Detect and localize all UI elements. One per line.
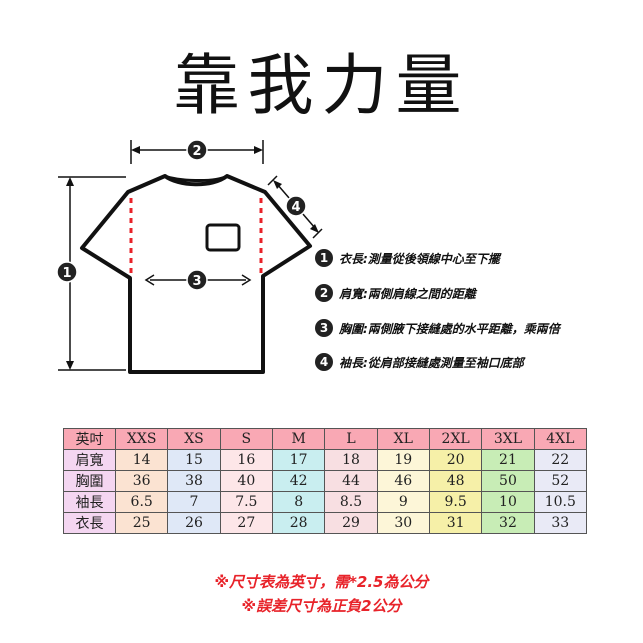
marker-2: 2 — [186, 139, 208, 161]
table-cell: 44 — [324, 470, 378, 492]
legend-number: 1 — [315, 249, 333, 267]
table-cell: 15 — [167, 449, 221, 471]
table-cell: 46 — [376, 470, 430, 492]
marker-1: 1 — [56, 261, 78, 283]
legend-text: 衣長:測量從後領線中心至下擺 — [339, 251, 500, 266]
table-cell: 25 — [114, 512, 169, 534]
size-table: 英吋 XXS XS S M L XL 2XL 3XL 4XL 肩寬 14 15 … — [63, 428, 588, 534]
table-cell: 33 — [533, 512, 588, 534]
marker-label: 1 — [62, 266, 71, 281]
table-cell: 9.5 — [428, 491, 483, 513]
marker-label: 2 — [192, 144, 201, 159]
table-cell: 8 — [271, 491, 326, 513]
marker-label: 3 — [192, 274, 201, 289]
table-cell: 16 — [219, 449, 273, 471]
table-cell: 29 — [324, 512, 378, 534]
arrowhead — [254, 146, 263, 154]
table-cell: 7.5 — [219, 491, 273, 513]
size-header: 2XL — [428, 428, 483, 450]
page-title: 靠我力量 — [173, 47, 470, 124]
collar-line — [164, 174, 228, 183]
legend-text: 袖長:從肩部接縫處測量至袖口底部 — [339, 355, 524, 370]
table-cell: 38 — [167, 470, 221, 492]
table-cell: 22 — [533, 449, 588, 471]
tshirt-diagram: 1 2 3 4 — [56, 139, 323, 374]
sleeve-ext-bottom — [312, 228, 323, 239]
size-header: L — [324, 428, 378, 450]
table-row: 袖長 6.5 7 7.5 8 8.5 9 9.5 10 10.5 — [63, 491, 588, 513]
table-cell: 30 — [376, 512, 430, 534]
table-cell: 6.5 — [114, 491, 169, 513]
arrowhead — [131, 146, 140, 154]
table-cell: 17 — [271, 449, 326, 471]
note-tolerance: ※誤差尺寸為正負2公分 — [241, 597, 402, 615]
sleeve-ext-top — [267, 175, 278, 186]
table-header-row: 英吋 XXS XS S M L XL 2XL 3XL 4XL — [63, 428, 588, 450]
row-label: 衣長 — [63, 512, 116, 534]
table-cell: 52 — [533, 470, 588, 492]
table-cell: 20 — [428, 449, 483, 471]
marker-label: 4 — [291, 200, 300, 215]
legend-item-length: 1 衣長:測量從後領線中心至下擺 — [315, 248, 500, 268]
table-cell: 21 — [481, 449, 535, 471]
table-cell: 10.5 — [533, 491, 588, 513]
legend-text: 肩寬:兩側肩線之間的距離 — [339, 286, 476, 301]
arrowhead — [144, 274, 155, 286]
table-cell: 10 — [481, 491, 535, 513]
legend-number: 3 — [315, 319, 333, 337]
marker-3: 3 — [186, 269, 208, 291]
size-header: XXS — [114, 428, 169, 450]
size-header: XS — [167, 428, 221, 450]
size-header: XL — [376, 428, 430, 450]
row-label: 胸圍 — [63, 470, 116, 492]
table-cell: 36 — [114, 470, 169, 492]
legend-item-chest: 3 胸圍:兩側腋下接縫處的水平距離，乘兩倍 — [315, 318, 560, 338]
table-cell: 8.5 — [324, 491, 378, 513]
note-unit: ※尺寸表為英寸，需*2.5為公分 — [214, 573, 429, 591]
size-header: 4XL — [533, 428, 588, 450]
table-cell: 31 — [428, 512, 483, 534]
table-cell: 14 — [114, 449, 169, 471]
legend-number: 4 — [315, 353, 333, 371]
size-header: M — [271, 428, 326, 450]
arrowhead — [66, 177, 74, 186]
table-cell: 27 — [219, 512, 273, 534]
table-cell: 40 — [219, 470, 273, 492]
table-cell: 26 — [167, 512, 221, 534]
arrowhead — [66, 361, 74, 370]
table-cell: 42 — [271, 470, 326, 492]
size-header: 3XL — [481, 428, 535, 450]
table-cell: 50 — [481, 470, 535, 492]
table-cell: 48 — [428, 470, 483, 492]
table-row: 胸圍 36 38 40 42 44 46 48 50 52 — [63, 470, 588, 492]
legend-item-sleeve: 4 袖長:從肩部接縫處測量至袖口底部 — [315, 352, 524, 372]
table-cell: 32 — [481, 512, 535, 534]
notes: ※尺寸表為英寸，需*2.5為公分 ※誤差尺寸為正負2公分 — [0, 570, 643, 618]
size-header: S — [219, 428, 273, 450]
table-row: 衣長 25 26 27 28 29 30 31 32 33 — [63, 512, 588, 534]
row-label: 肩寬 — [63, 449, 116, 471]
arrowhead — [273, 180, 282, 189]
legend-number: 2 — [315, 284, 333, 302]
table-cell: 18 — [324, 449, 378, 471]
arrowhead — [241, 274, 252, 286]
table-cell: 7 — [167, 491, 221, 513]
row-label: 袖長 — [63, 491, 116, 513]
table-cell: 28 — [271, 512, 326, 534]
legend-text: 胸圍:兩側腋下接縫處的水平距離，乘兩倍 — [339, 321, 560, 336]
table-cell: 19 — [376, 449, 430, 471]
legend-item-shoulder: 2 肩寬:兩側肩線之間的距離 — [315, 283, 476, 303]
table-cell: 9 — [376, 491, 430, 513]
table-row: 肩寬 14 15 16 17 18 19 20 21 22 — [63, 449, 588, 471]
corner-cell: 英吋 — [63, 428, 116, 450]
marker-4: 4 — [285, 195, 307, 217]
arrowhead — [310, 224, 319, 233]
pocket — [205, 223, 241, 252]
